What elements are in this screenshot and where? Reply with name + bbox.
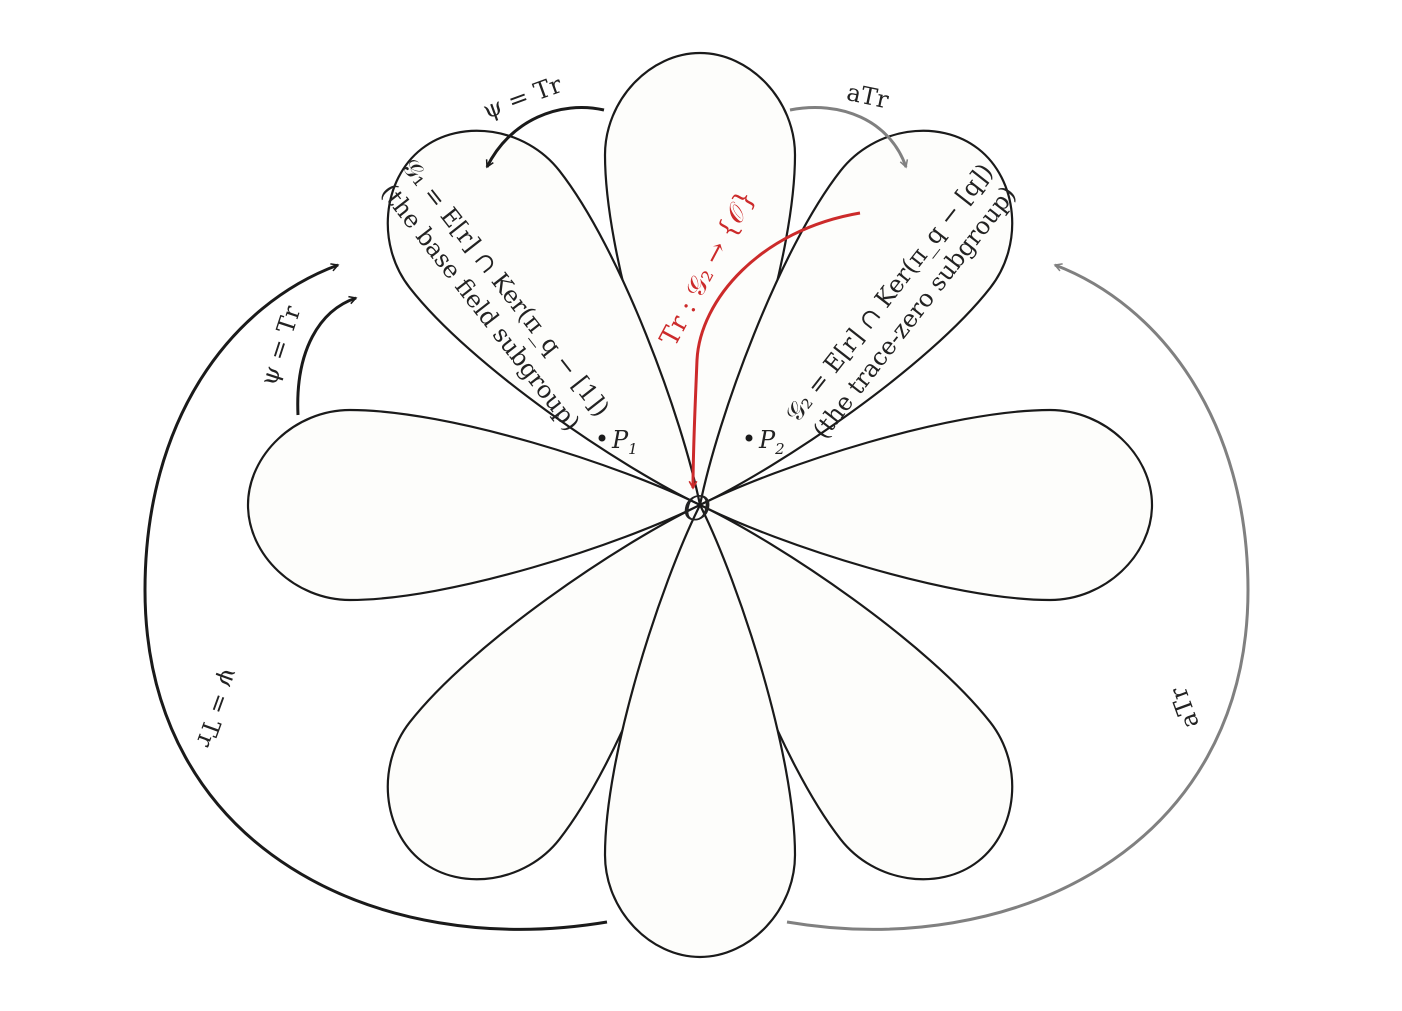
atr-right-label: aTr bbox=[1164, 683, 1205, 732]
psi-top-label: ψ = Tr bbox=[479, 70, 566, 124]
point-p2-label: P2 bbox=[758, 426, 785, 458]
atr-top-label: aTr bbox=[844, 78, 891, 114]
petal-g2 bbox=[698, 129, 1014, 507]
point-p1-label: P1 bbox=[611, 426, 638, 458]
origin-label: O bbox=[683, 489, 711, 529]
petals bbox=[246, 51, 1154, 959]
atr-outer-arc bbox=[786, 265, 1250, 931]
psi-inner-arc bbox=[296, 298, 356, 416]
psi-top-arc bbox=[485, 106, 605, 167]
point-p2-dot bbox=[745, 434, 753, 442]
psi-outer-label: ψ = Tr bbox=[190, 665, 244, 752]
petal-right bbox=[697, 408, 1154, 602]
petal-bottom bbox=[603, 502, 797, 959]
atr-top-arc bbox=[789, 106, 906, 167]
petal-g1 bbox=[386, 129, 702, 507]
point-p1-dot bbox=[598, 434, 606, 442]
trace-map-arrow bbox=[693, 211, 861, 488]
psi-outer-arc bbox=[143, 265, 608, 931]
petal-left bbox=[246, 408, 703, 602]
